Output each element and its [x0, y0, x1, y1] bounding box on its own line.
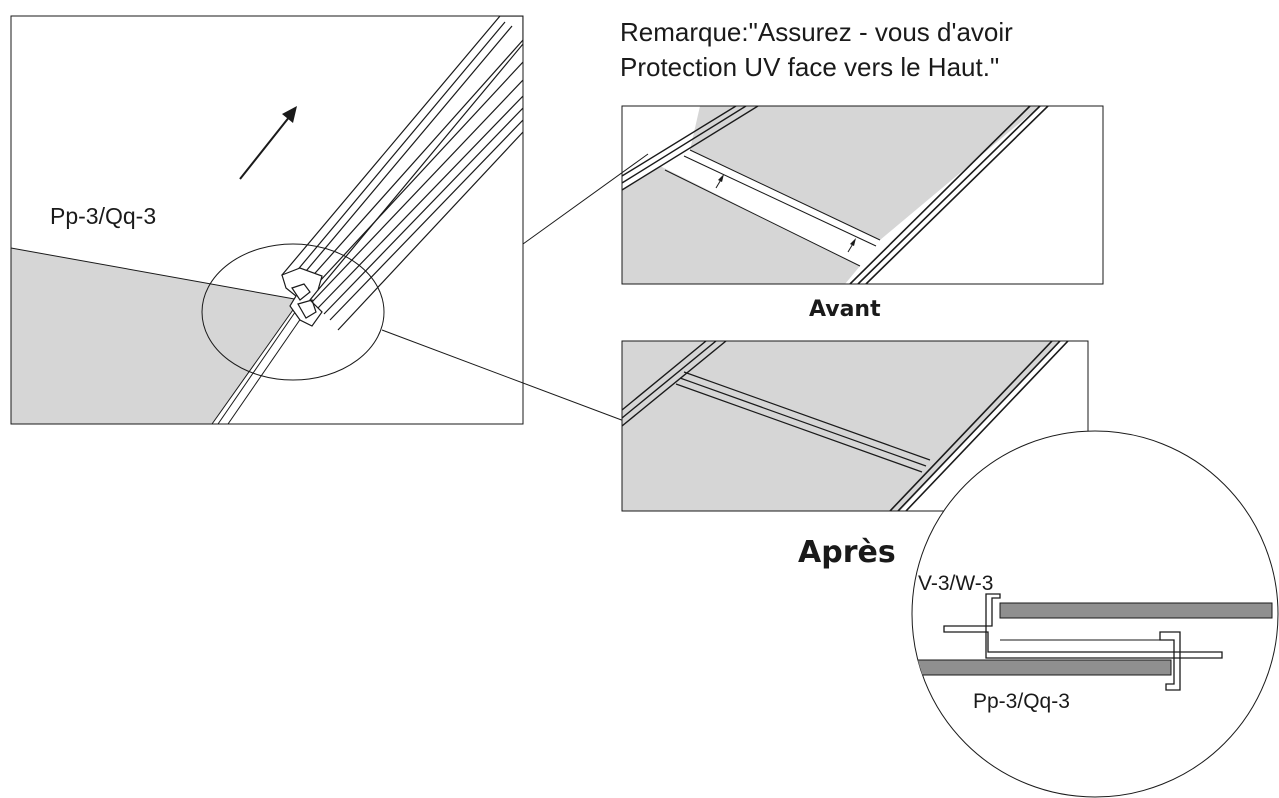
magnifier-circle: [201, 243, 385, 381]
detail-top-label: V-3/W-3: [918, 572, 993, 595]
upper-profile: [943, 593, 1223, 659]
lower-sheet: [912, 659, 1172, 676]
upper-sheet: [999, 602, 1273, 619]
main-panel-frame: [10, 15, 524, 425]
after-caption: Après: [798, 535, 896, 570]
after-panel: Après: [621, 340, 1089, 570]
profile-bar: [281, 16, 523, 331]
leader-line-before: [522, 153, 649, 245]
direction-arrow-icon: [239, 106, 297, 180]
uv-arrow-icon: [715, 174, 724, 189]
polycarbonate-sheet: [11, 247, 301, 424]
after-panel-frame: [621, 340, 1089, 512]
detail-circle: V-3/W-3 Pp-3/Qq-3: [911, 430, 1279, 798]
before-caption: Avant: [809, 297, 881, 322]
before-panel: Avant: [621, 105, 1104, 322]
uv-arrow-icon: [847, 238, 856, 253]
main-panel: Pp-3/Qq-3: [10, 15, 524, 425]
note-line-1: Remarque:"Assurez - vous d'avoir: [620, 17, 1013, 47]
lower-profile: [1159, 631, 1181, 691]
main-part-label: Pp-3/Qq-3: [50, 203, 156, 229]
note-line-2: Protection UV face vers le Haut.": [620, 52, 999, 82]
detail-bottom-label: Pp-3/Qq-3: [973, 690, 1070, 713]
before-panel-frame: [621, 105, 1104, 285]
